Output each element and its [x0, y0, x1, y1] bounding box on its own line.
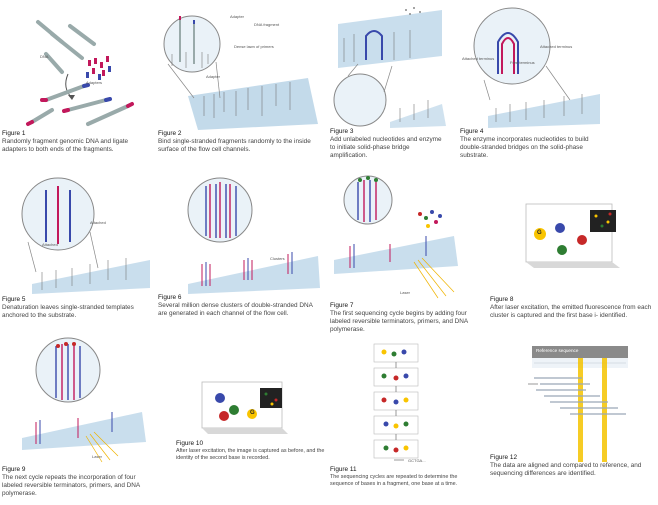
figure-5-annotation-attached: Attached	[90, 220, 106, 225]
figure-2-annotation-adapter-2: Adapter	[206, 74, 221, 79]
figure-11-sequence-readout: GCTGA...	[408, 458, 426, 463]
figure-7-caption: Figure 7 The first sequencing cycle begi…	[330, 302, 480, 334]
figure-10-label: Figure 10	[176, 440, 203, 447]
figure-6-caption: Figure 6 Several million dense clusters …	[158, 294, 323, 318]
figure-6-annotation-clusters: Clusters	[270, 256, 285, 261]
figure-9-panel: Laser Figure 9 The next cycle repeats th…	[2, 336, 152, 504]
figure-9-label: Figure 9	[2, 466, 26, 473]
figure-10-caption: Figure 10 After laser excitation, the im…	[176, 440, 326, 462]
figure-8-label: Figure 8	[490, 296, 514, 303]
figure-2-annotation-lawn: Dense lawn of primers	[234, 44, 274, 49]
figure-8-caption: Figure 8 After laser excitation, the emi…	[490, 296, 655, 320]
figure-2-illustration	[163, 15, 318, 130]
figure-6-label: Figure 6	[158, 294, 182, 301]
figure-7-panel: Laser Figure 7 The first sequencing cycl…	[330, 174, 480, 340]
figure-10-panel: G Figure 10 After laser excitation, the …	[176, 372, 326, 482]
figure-4-annotation-attached: Attached terminus	[462, 56, 495, 61]
figure-5-annotation-attached-2: Attached	[42, 242, 58, 247]
figure-8-panel: G Figure 8 After laser excitation, the e…	[490, 196, 655, 346]
figure-12-caption: Figure 12 The data are aligned and compa…	[490, 454, 655, 478]
figure-4-annotation-free: Free terminus	[510, 60, 535, 65]
figure-6-panel: Clusters Figure 6 Several million dense …	[158, 176, 323, 336]
figure-5-panel: Attached Attached Figure 5 Denaturation …	[2, 176, 152, 336]
figure-2-panel: Adapter DNA fragment Dense lawn of prime…	[158, 6, 318, 166]
figure-2-annotation-dna-fragment: DNA fragment	[254, 22, 280, 27]
figure-4-annotation-attached-2: Attached terminus	[540, 44, 573, 49]
figure-11-panel: GCTGA... Figure 11 The sequencing cycles…	[330, 340, 480, 505]
figure-5-text: Denaturation leaves single-stranded temp…	[2, 304, 134, 319]
figure-5-label: Figure 5	[2, 296, 26, 303]
figure-7-illustration	[334, 175, 458, 299]
figure-12-reference-label: Reference sequence	[536, 348, 579, 353]
figure-12-text: The data are aligned and compared to ref…	[490, 462, 642, 477]
figure-6-illustration	[187, 177, 320, 294]
figure-8-base-letter: G	[537, 230, 542, 236]
figure-4-text: The enzyme incorporates nucleotides to b…	[460, 136, 589, 159]
figure-7-text: The first sequencing cycle begins by add…	[330, 310, 468, 333]
figure-3-label: Figure 3	[330, 128, 354, 135]
figure-3-panel: Figure 3 Add unlabeled nucleotides and e…	[330, 4, 448, 164]
figure-1-illustration	[26, 20, 134, 126]
figure-12-illustration	[528, 346, 628, 462]
figure-1-annotation-dna: DNA	[40, 54, 49, 59]
figure-4-illustration	[473, 7, 600, 128]
figure-8-illustration	[525, 203, 620, 268]
figure-11-caption: Figure 11 The sequencing cycles are repe…	[330, 466, 480, 488]
figure-12-panel: Reference sequence Figure 12 The data ar…	[490, 344, 655, 504]
figure-4-caption: Figure 4 The enzyme incorporates nucleot…	[460, 128, 605, 160]
figure-2-label: Figure 2	[158, 130, 182, 137]
figure-9-annotation-laser: Laser	[92, 454, 103, 459]
figure-2-text: Bind single-stranded fragments randomly …	[158, 138, 311, 153]
figure-9-illustration	[22, 337, 146, 463]
figure-11-illustration	[373, 343, 419, 461]
figure-7-label: Figure 7	[330, 302, 354, 309]
figure-7-annotation-laser: Laser	[400, 290, 411, 295]
figure-1-caption: Figure 1 Randomly fragment genomic DNA a…	[2, 130, 152, 154]
figure-10-base-letter: G	[250, 410, 255, 416]
figure-11-text: The sequencing cycles are repeated to de…	[330, 474, 458, 487]
figure-11-label: Figure 11	[330, 466, 357, 473]
figure-10-text: After laser excitation, the image is cap…	[176, 448, 325, 461]
figure-9-caption: Figure 9 The next cycle repeats the inco…	[2, 466, 152, 498]
figure-10-illustration	[201, 381, 288, 434]
figure-3-caption: Figure 3 Add unlabeled nucleotides and e…	[330, 128, 448, 160]
figure-1-label: Figure 1	[2, 130, 26, 137]
figure-9-text: The next cycle repeats the incorporation…	[2, 474, 140, 497]
figure-8-text: After laser excitation, the emitted fluo…	[490, 304, 652, 319]
figure-2-caption: Figure 2 Bind single-stranded fragments …	[158, 130, 318, 154]
figure-2-annotation-adapter: Adapter	[230, 14, 245, 19]
figure-5-caption: Figure 5 Denaturation leaves single-stra…	[2, 296, 152, 320]
figure-12-label: Figure 12	[490, 454, 517, 461]
figure-3-illustration	[333, 7, 446, 128]
figure-1-text: Randomly fragment genomic DNA and ligate…	[2, 138, 129, 153]
figure-1-annotation-adapters: Adapters	[86, 80, 103, 85]
figure-4-label: Figure 4	[460, 128, 484, 135]
figure-3-text: Add unlabeled nucleotides and enzyme to …	[330, 136, 442, 159]
figure-5-illustration	[21, 177, 150, 294]
figure-4-panel: Attached terminus Free terminus Attached…	[460, 4, 605, 174]
figure-6-text: Several million dense clusters of double…	[158, 302, 313, 317]
figure-1-panel: DNA Adapters Figure 1 Randomly fragment …	[2, 14, 152, 174]
